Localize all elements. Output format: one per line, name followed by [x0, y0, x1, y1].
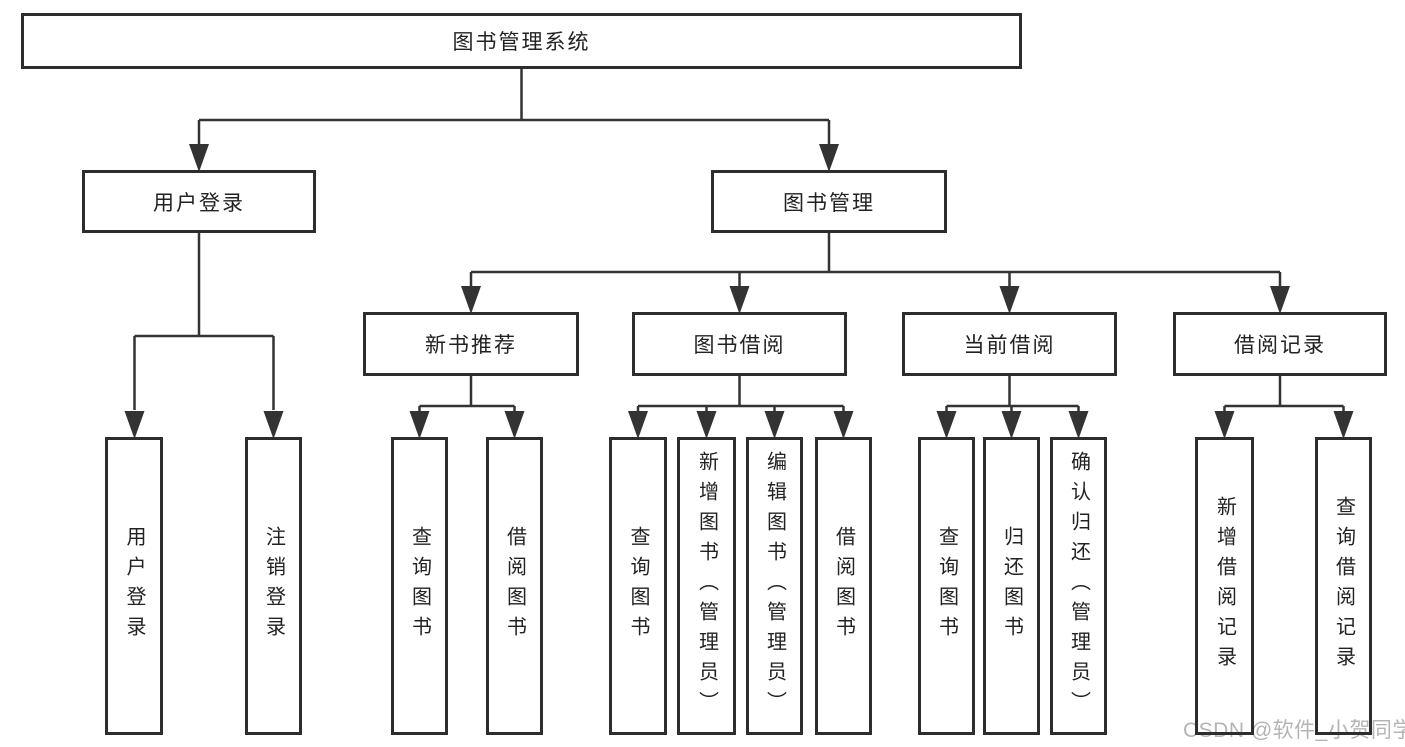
leaf-query-books-borrow: 查询图书	[609, 437, 667, 735]
arrow-down-icon	[628, 411, 648, 439]
arrow-down-icon	[1214, 411, 1235, 439]
arrow-down-icon	[1068, 411, 1089, 439]
arrow-down-icon	[1001, 411, 1022, 439]
node-book-management: 图书管理	[711, 170, 947, 233]
arrow-down-icon	[819, 144, 839, 172]
leaf-return-books: 归还图书	[983, 437, 1040, 735]
arrow-down-icon	[461, 286, 481, 314]
arrow-down-icon	[409, 411, 430, 439]
arrow-down-icon	[999, 286, 1020, 314]
arrow-down-icon	[189, 144, 209, 172]
arrow-down-icon	[729, 286, 750, 314]
leaf-query-borrow-record: 查询借阅记录	[1315, 437, 1372, 735]
leaf-edit-books-admin: 编辑图书（管理员）	[746, 437, 803, 735]
arrowheads	[124, 144, 1354, 439]
node-library-management-system: 图书管理系统	[21, 13, 1022, 69]
arrow-down-icon	[696, 411, 717, 439]
connector-user-login	[133, 233, 275, 410]
leaf-add-books-admin: 新增图书（管理员）	[677, 437, 736, 735]
connector-book-management	[469, 233, 1282, 286]
leaf-user-login: 用户登录	[105, 437, 163, 735]
leaf-query-books-recommend: 查询图书	[391, 437, 448, 735]
leaf-query-books-current: 查询图书	[918, 437, 975, 735]
connector-new-book-recommend	[418, 376, 516, 412]
arrow-down-icon	[1270, 286, 1290, 314]
connector-book-borrow	[636, 376, 845, 412]
node-new-book-recommend: 新书推荐	[363, 312, 579, 376]
leaf-logout: 注销登录	[245, 437, 302, 735]
csdn-watermark: CSDN @软件_小贺同学	[1183, 719, 1405, 742]
node-book-borrow: 图书借阅	[632, 312, 847, 376]
leaf-borrow-books: 借阅图书	[815, 437, 872, 735]
arrow-down-icon	[263, 411, 284, 439]
leaf-confirm-return-admin: 确认归还（管理员）	[1050, 437, 1107, 735]
connector-root	[197, 69, 831, 144]
leaf-add-borrow-record: 新增借阅记录	[1195, 437, 1254, 735]
node-borrow-records: 借阅记录	[1173, 312, 1387, 376]
arrow-down-icon	[504, 411, 525, 439]
connector-current-borrow	[945, 376, 1080, 412]
arrow-down-icon	[764, 411, 785, 439]
arrow-down-icon	[1333, 411, 1354, 439]
arrow-down-icon	[124, 411, 145, 439]
arrow-down-icon	[936, 411, 957, 439]
node-current-borrow: 当前借阅	[902, 312, 1117, 376]
node-user-login: 用户登录	[82, 170, 316, 233]
leaf-borrow-books-recommend: 借阅图书	[486, 437, 543, 735]
connector-borrow-records	[1223, 376, 1345, 412]
arrow-down-icon	[833, 411, 854, 439]
